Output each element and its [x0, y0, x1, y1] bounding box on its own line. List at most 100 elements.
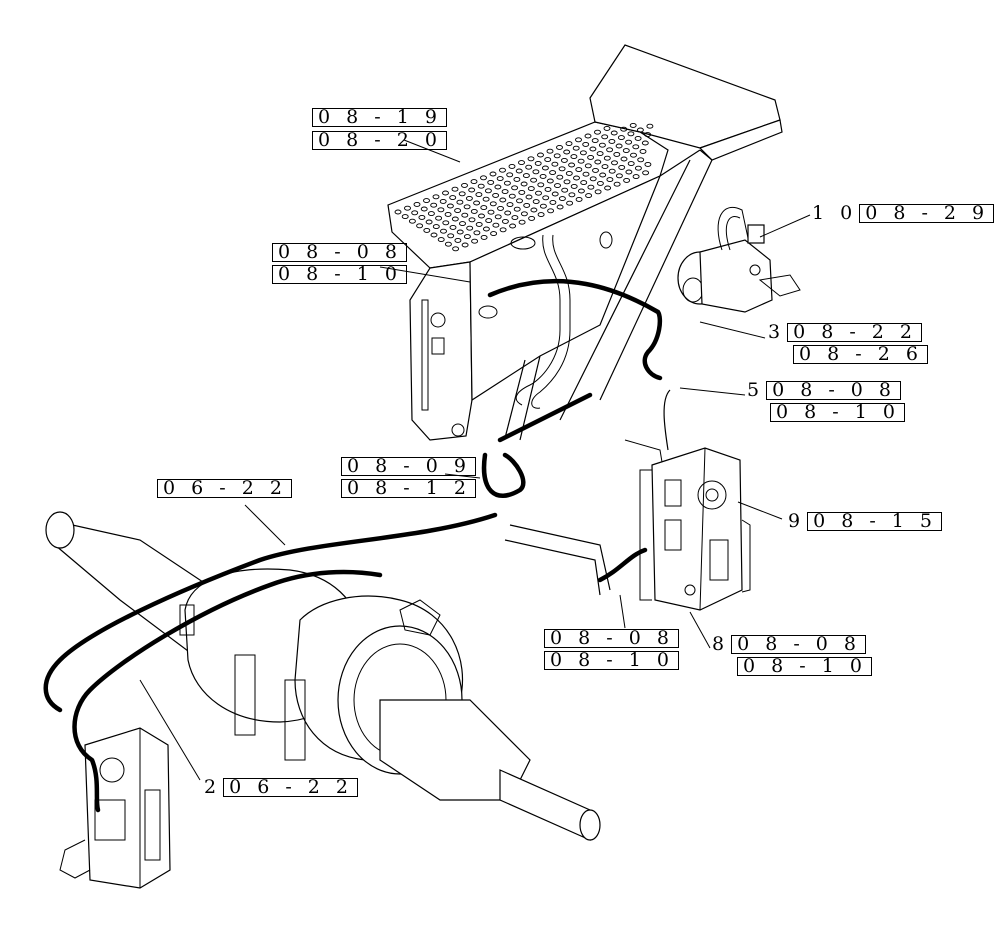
perforation-hole	[572, 145, 580, 151]
perforation-hole	[618, 164, 626, 170]
perforation-hole	[461, 242, 469, 248]
perforation-hole	[530, 207, 538, 213]
perforation-hole	[568, 192, 576, 198]
callout-6-ref-b: 0 8 - 1 2	[341, 478, 476, 498]
perforation-hole	[639, 148, 647, 154]
perforation-hole	[579, 150, 587, 156]
perforation-hole	[442, 220, 450, 226]
perforation-hole	[630, 152, 637, 158]
perforation-hole	[601, 134, 609, 140]
perforation-hole	[451, 216, 459, 222]
perforation-hole	[518, 160, 525, 166]
perforation-hole	[478, 213, 485, 219]
perforation-hole	[440, 228, 447, 234]
perforation-hole	[549, 199, 557, 205]
perforation-hole	[484, 188, 492, 194]
perforation-hole	[580, 180, 588, 186]
perforation-hole	[532, 169, 540, 175]
perforation-hole	[598, 142, 606, 148]
perforation-hole	[556, 204, 564, 210]
perforation-hole	[456, 229, 464, 235]
perforation-hole	[511, 185, 519, 191]
perforation-hole	[577, 188, 585, 194]
perforation-hole	[477, 183, 485, 189]
perforation-hole	[518, 219, 526, 225]
callout-tank-ref-b: 0 8 - 2 0	[312, 130, 447, 150]
perforation-hole	[437, 237, 445, 243]
callout-tank-ref-a: 0 8 - 1 9	[312, 107, 447, 127]
perforation-hole	[499, 197, 507, 203]
perforation-hole	[432, 224, 440, 230]
perforation-hole	[411, 210, 419, 216]
perforation-hole	[523, 202, 531, 208]
perforation-hole	[513, 206, 521, 212]
perforation-hole	[516, 198, 523, 204]
perforation-hole	[496, 176, 504, 182]
perforation-hole	[530, 177, 538, 183]
perforation-hole	[566, 200, 574, 206]
perforation-hole	[451, 186, 459, 192]
perforation-hole	[473, 200, 481, 206]
perforation-hole	[592, 167, 599, 173]
perforation-hole	[620, 126, 628, 132]
perforation-hole	[506, 172, 514, 178]
perforation-hole	[435, 215, 443, 221]
perforation-hole	[473, 230, 481, 236]
perforation-hole	[606, 147, 614, 153]
perforation-hole	[480, 175, 487, 181]
perforation-hole	[461, 212, 469, 218]
perforation-hole	[518, 189, 526, 195]
perforation-hole	[646, 123, 654, 129]
perforation-hole	[554, 183, 561, 189]
perforation-hole	[463, 204, 471, 210]
perforation-hole	[456, 199, 464, 205]
perforation-hole	[594, 129, 601, 135]
perforation-hole	[642, 170, 650, 176]
perforation-hole	[568, 162, 576, 168]
perforation-hole	[565, 141, 573, 147]
perforation-hole	[503, 180, 511, 186]
perforation-hole	[632, 174, 640, 180]
perforation-pattern	[394, 122, 654, 252]
perforation-hole	[449, 195, 457, 201]
perforation-hole	[471, 238, 479, 244]
perforation-hole	[539, 203, 547, 209]
perforation-hole	[546, 178, 554, 184]
perforation-hole	[587, 154, 595, 160]
perforation-hole	[615, 143, 623, 149]
perforation-hole	[442, 190, 449, 196]
perforation-hole	[575, 196, 583, 202]
perforation-hole	[622, 148, 630, 154]
perforation-hole	[528, 215, 536, 221]
perforation-hole	[558, 166, 566, 172]
perforation-hole	[468, 217, 476, 223]
perforation-hole	[446, 203, 454, 209]
perforation-hole	[547, 208, 555, 214]
drop-gearbox	[59, 727, 171, 889]
perforation-hole	[509, 223, 517, 229]
perforation-hole	[556, 144, 563, 150]
perforation-hole	[418, 214, 426, 220]
perforation-hole	[608, 168, 616, 174]
perforation-hole	[603, 155, 611, 161]
perforation-hole	[525, 194, 533, 200]
perforation-hole	[425, 219, 433, 225]
perforation-hole	[430, 202, 438, 208]
perforation-hole	[537, 152, 544, 158]
perforation-hole	[584, 133, 592, 139]
perforation-hole	[537, 212, 545, 218]
perforation-hole	[608, 138, 616, 144]
perforation-hole	[632, 144, 640, 150]
perforation-hole	[494, 184, 502, 190]
perforation-hole	[573, 175, 580, 181]
perforation-hole	[644, 161, 652, 167]
perforation-hole	[623, 177, 631, 183]
perforation-hole	[570, 154, 578, 160]
perforation-hole	[475, 221, 483, 227]
perforation-hole	[444, 211, 452, 217]
perforation-hole	[487, 179, 495, 185]
perforation-hole	[599, 172, 607, 178]
